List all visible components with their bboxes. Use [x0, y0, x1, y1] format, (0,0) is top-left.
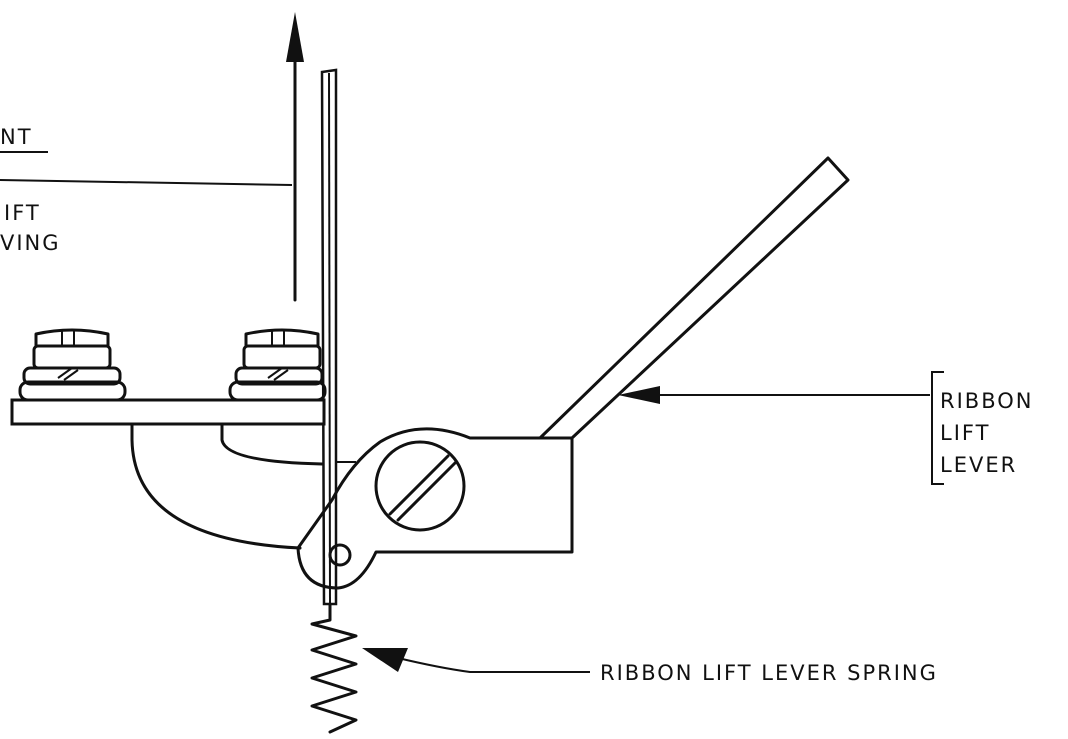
- pivot-hole: [328, 543, 352, 567]
- lever-arm: [538, 156, 850, 440]
- screw-right: [228, 328, 327, 402]
- label-adjustment-fragment: NT: [0, 125, 33, 149]
- leader-line-upper-left: [0, 179, 293, 186]
- leader-arrow-lever: [618, 386, 930, 404]
- label-ribbon-lift-lever-2: LIFT: [940, 421, 990, 445]
- ribbon-lift-lever-spring-graphic: [310, 602, 358, 734]
- label-ribbon-lift-lever-3: LEVER: [940, 453, 1017, 477]
- upward-motion-arrow: [286, 12, 304, 302]
- label-ribbon-lift-lever-1: RIBBON: [940, 389, 1033, 413]
- label-lift-fragment: IFT: [4, 201, 41, 225]
- leader-arrow-spring: [362, 648, 590, 673]
- label-spring-fragment: VING: [0, 231, 61, 255]
- base-plate: [10, 398, 326, 426]
- bracket: [130, 422, 324, 550]
- ribbon-lift-lever-body: [296, 427, 574, 590]
- vertical-plate: [320, 68, 338, 606]
- screw-left: [18, 328, 127, 402]
- label-ribbon-lift-lever-spring: RIBBON LIFT LEVER SPRING: [600, 661, 938, 685]
- label-bracket: [931, 371, 944, 485]
- lever-screw: [374, 440, 466, 532]
